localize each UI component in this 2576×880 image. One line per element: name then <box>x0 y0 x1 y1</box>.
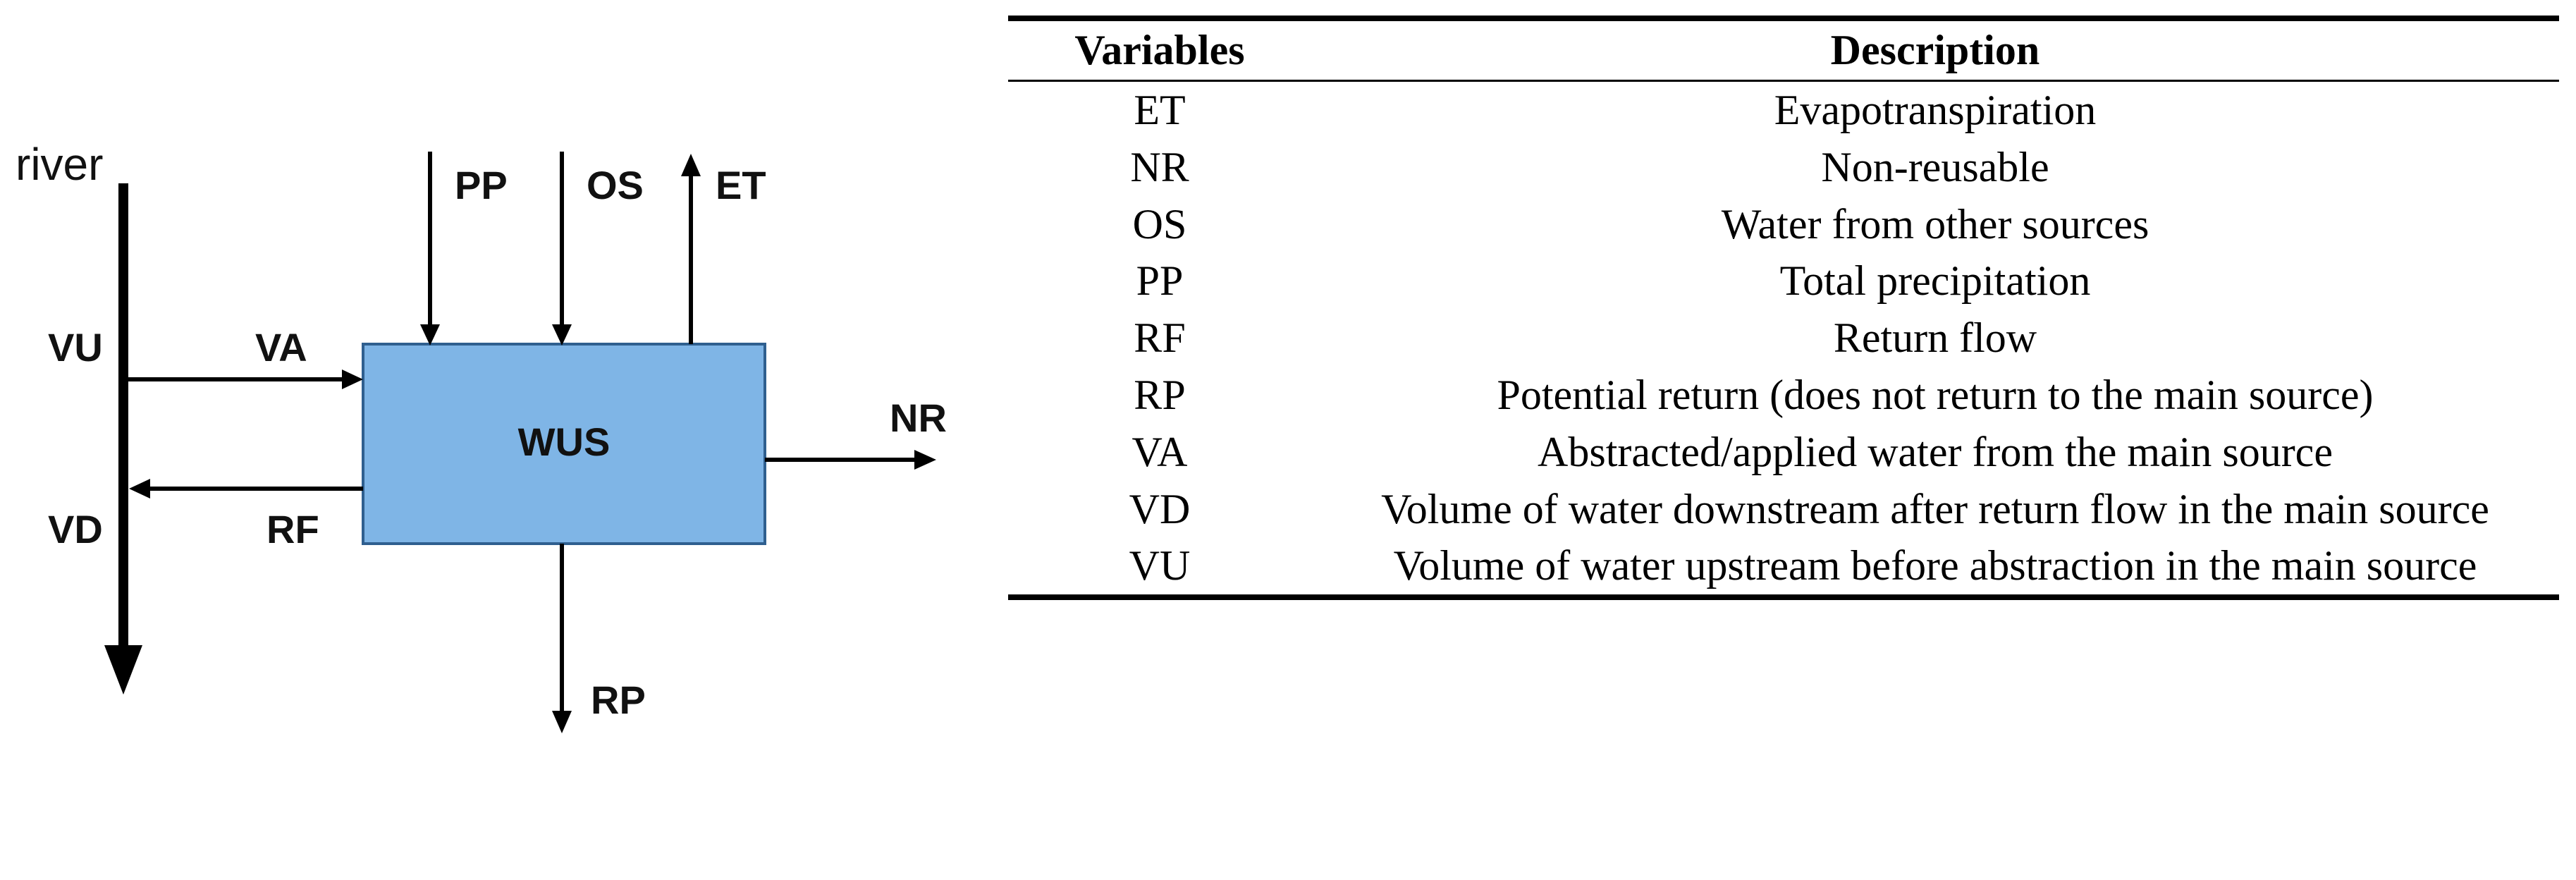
row-variable: VD <box>1129 485 1191 532</box>
os-arrowhead <box>552 324 572 346</box>
rp-arrowhead <box>552 711 572 733</box>
row-variable: OS <box>1132 200 1187 248</box>
table-row: ET Evapotranspiration <box>1008 82 2559 139</box>
row-description: Volume of water upstream before abstract… <box>1393 542 2477 589</box>
row-variable: RP <box>1134 371 1186 418</box>
header-variables: Variables <box>1074 27 1245 73</box>
row-description: Water from other sources <box>1721 200 2149 248</box>
table-row: OS Water from other sources <box>1008 196 2559 253</box>
vd-label: VD <box>48 507 103 551</box>
row-description: Potential return (does not return to the… <box>1497 371 2374 418</box>
nr-arrowhead <box>914 450 936 470</box>
nr-label: NR <box>890 396 947 440</box>
river-arrowhead <box>104 645 142 695</box>
table-row: VA Abstracted/applied water from the mai… <box>1008 424 2559 481</box>
rf-arrowhead <box>129 479 150 499</box>
variables-table: Variables Description ET Evapotranspirat… <box>1008 21 2559 594</box>
row-description: Non-reusable <box>1821 143 2049 190</box>
va-arrowhead <box>342 369 363 389</box>
pp-label: PP <box>455 163 508 207</box>
va-label: VA <box>255 325 307 369</box>
row-variable: ET <box>1134 87 1186 133</box>
table-row: RP Potential return (does not return to … <box>1008 367 2559 424</box>
table-header-row: Variables Description <box>1008 21 2559 80</box>
table-row: VD Volume of water downstream after retu… <box>1008 481 2559 538</box>
row-variable: NR <box>1130 143 1189 190</box>
wus-label: WUS <box>518 420 611 464</box>
table-row: PP Total precipitation <box>1008 252 2559 310</box>
pp-arrowhead <box>420 324 440 346</box>
os-label: OS <box>587 163 644 207</box>
table-row: NR Non-reusable <box>1008 139 2559 196</box>
row-variable: VA <box>1131 428 1188 475</box>
row-description: Volume of water downstream after return … <box>1381 485 2489 532</box>
water-use-diagram: river WUS PP OS ET VA VU RF VD NR RP <box>16 139 947 733</box>
row-variable: VU <box>1129 542 1191 589</box>
rp-label: RP <box>591 678 646 722</box>
table-header-rule <box>1008 80 2559 82</box>
row-description: Total precipitation <box>1779 257 2091 305</box>
table-bottom-rule <box>1008 594 2559 601</box>
header-description: Description <box>1830 27 2040 73</box>
row-description: Evapotranspiration <box>1774 87 2097 133</box>
vu-label: VU <box>48 325 103 369</box>
et-arrowhead <box>681 154 701 176</box>
table-row: VU Volume of water upstream before abstr… <box>1008 537 2559 594</box>
rf-label: RF <box>266 507 319 551</box>
row-variable: RF <box>1134 314 1186 362</box>
row-variable: PP <box>1136 257 1184 305</box>
row-description: Return flow <box>1833 314 2037 362</box>
row-description: Abstracted/applied water from the main s… <box>1538 428 2333 475</box>
variables-table-container: Variables Description ET Evapotranspirat… <box>1008 16 2559 601</box>
table-row: RF Return flow <box>1008 310 2559 367</box>
table-top-rule <box>1008 16 2559 21</box>
river-label: river <box>16 139 103 190</box>
et-label: ET <box>716 163 766 207</box>
